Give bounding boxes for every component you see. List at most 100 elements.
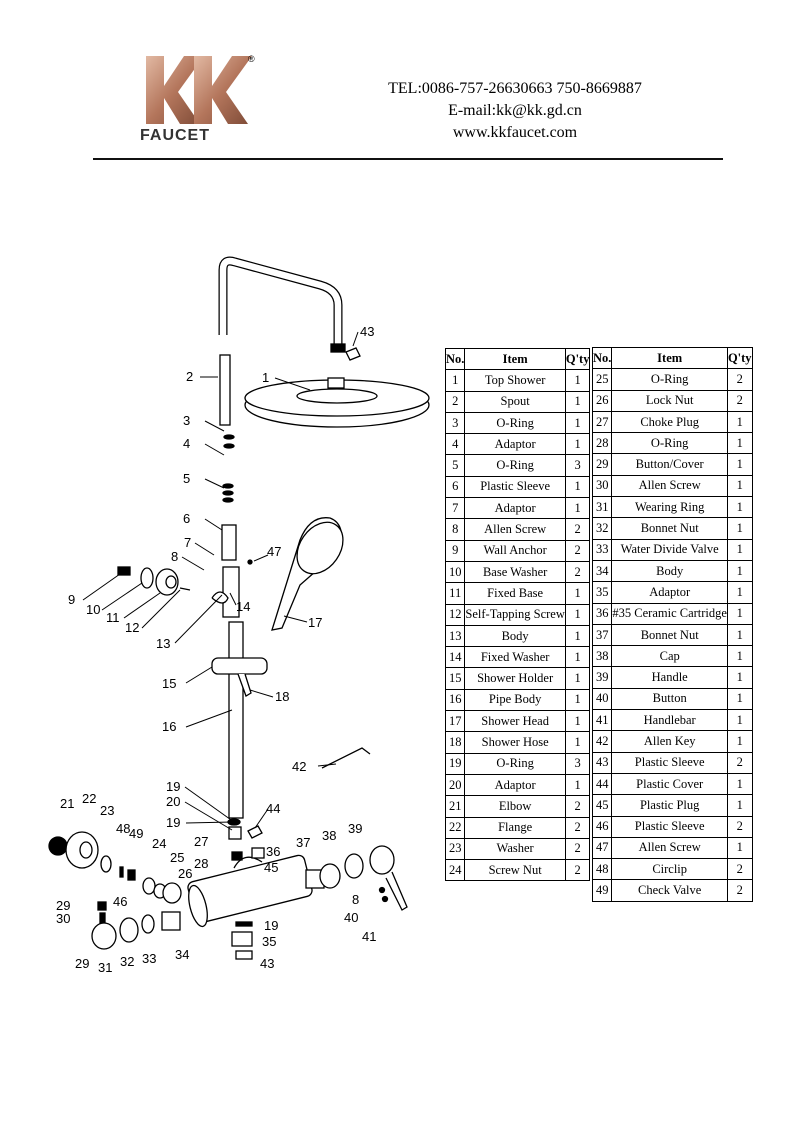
cell-item: Adaptor	[464, 773, 566, 797]
callout-12: 12	[125, 620, 139, 635]
cell-qty: 1	[564, 390, 591, 413]
cell-item: Lock Nut	[611, 389, 728, 412]
cell-item: Fixed Base	[464, 582, 566, 605]
col-no: No.	[591, 346, 613, 370]
cell-qty: 1	[564, 667, 591, 690]
cell-item: Wearing Ring	[611, 496, 728, 519]
cell-item: Allen Screw	[611, 836, 728, 860]
cell-qty: 1	[564, 369, 591, 392]
cell-no: 37	[591, 623, 613, 647]
cell-qty: 2	[564, 560, 591, 584]
cell-no: 39	[591, 666, 613, 689]
cell-no: 49	[591, 879, 613, 902]
cell-item: Flange	[464, 816, 566, 839]
cell-qty: 2	[564, 859, 591, 882]
cell-item: Shower Holder	[464, 667, 566, 690]
cell-qty: 2	[726, 858, 753, 881]
callout-31: 31	[98, 960, 112, 975]
cell-no: 12	[444, 603, 466, 626]
cell-item: Elbow	[464, 795, 566, 818]
callout-44: 44	[266, 801, 280, 816]
callout-8b: 8	[352, 892, 359, 907]
cell-no: 4	[444, 433, 466, 456]
cell-qty: 2	[564, 795, 591, 818]
cell-qty: 1	[564, 624, 591, 648]
cell-item: O-Ring	[464, 411, 566, 435]
cell-no: 42	[591, 730, 613, 753]
cell-no: 2	[444, 390, 466, 413]
cell-item: Wall Anchor	[464, 539, 566, 562]
cell-item: Shower Hose	[464, 731, 566, 754]
cell-no: 8	[444, 518, 466, 541]
cell-no: 21	[444, 795, 466, 818]
callout-14: 14	[236, 599, 250, 614]
registered-mark: ®	[248, 54, 255, 64]
callout-29b: 29	[75, 956, 89, 971]
cell-no: 14	[444, 646, 466, 669]
callout-15: 15	[162, 676, 176, 691]
callout-29: 29	[56, 898, 70, 913]
cell-item: Washer	[464, 837, 566, 861]
cell-item: Adaptor	[464, 433, 566, 456]
callout-20: 20	[166, 794, 180, 809]
callout-40: 40	[344, 910, 358, 925]
col-item: Item	[611, 346, 728, 370]
callout-2: 2	[186, 369, 193, 384]
cell-item: Choke Plug	[611, 410, 728, 434]
cell-item: O-Ring	[611, 432, 728, 455]
callout-23: 23	[100, 803, 114, 818]
callout-27: 27	[194, 834, 208, 849]
cell-no: 9	[444, 539, 466, 562]
callout-43: 43	[260, 956, 274, 971]
cell-qty: 1	[564, 582, 591, 605]
cell-item: Water Divide Valve	[611, 538, 728, 561]
callout-3: 3	[183, 413, 190, 428]
cell-qty: 1	[726, 474, 753, 498]
cell-qty: 2	[564, 837, 591, 861]
cell-item: Check Valve	[611, 879, 728, 902]
cell-qty: 2	[726, 751, 753, 774]
callout-38: 38	[322, 828, 336, 843]
cell-item: Shower Head	[464, 710, 566, 733]
cell-no: 1	[444, 369, 466, 392]
cell-no: 17	[444, 710, 466, 733]
cell-qty: 1	[564, 475, 591, 499]
cell-no: 6	[444, 475, 466, 499]
callout-32: 32	[120, 954, 134, 969]
cell-no: 23	[444, 837, 466, 861]
cell-qty: 1	[726, 602, 753, 625]
cell-item: Plastic Plug	[611, 794, 728, 817]
cell-no: 29	[591, 453, 613, 476]
callout-25: 25	[170, 850, 184, 865]
cell-no: 36	[591, 602, 613, 625]
cell-no: 19	[444, 752, 466, 775]
cell-qty: 1	[726, 410, 753, 434]
cell-item: Pipe Body	[464, 688, 566, 712]
cell-no: 10	[444, 560, 466, 584]
exploded-parts-diagram: 2 1 3 4 5 6 7 8 47 9 10 11 12 13 14 17 1…	[48, 256, 430, 975]
callout-17: 17	[308, 615, 322, 630]
col-qty: Q'ty	[726, 346, 753, 370]
cell-item: Handlebar	[611, 709, 728, 732]
cell-qty: 3	[564, 454, 591, 477]
cell-no: 25	[591, 368, 613, 391]
cell-qty: 1	[726, 496, 753, 519]
kk-faucet-logo: ® FAUCET	[140, 54, 255, 142]
cell-item: O-Ring	[464, 454, 566, 477]
